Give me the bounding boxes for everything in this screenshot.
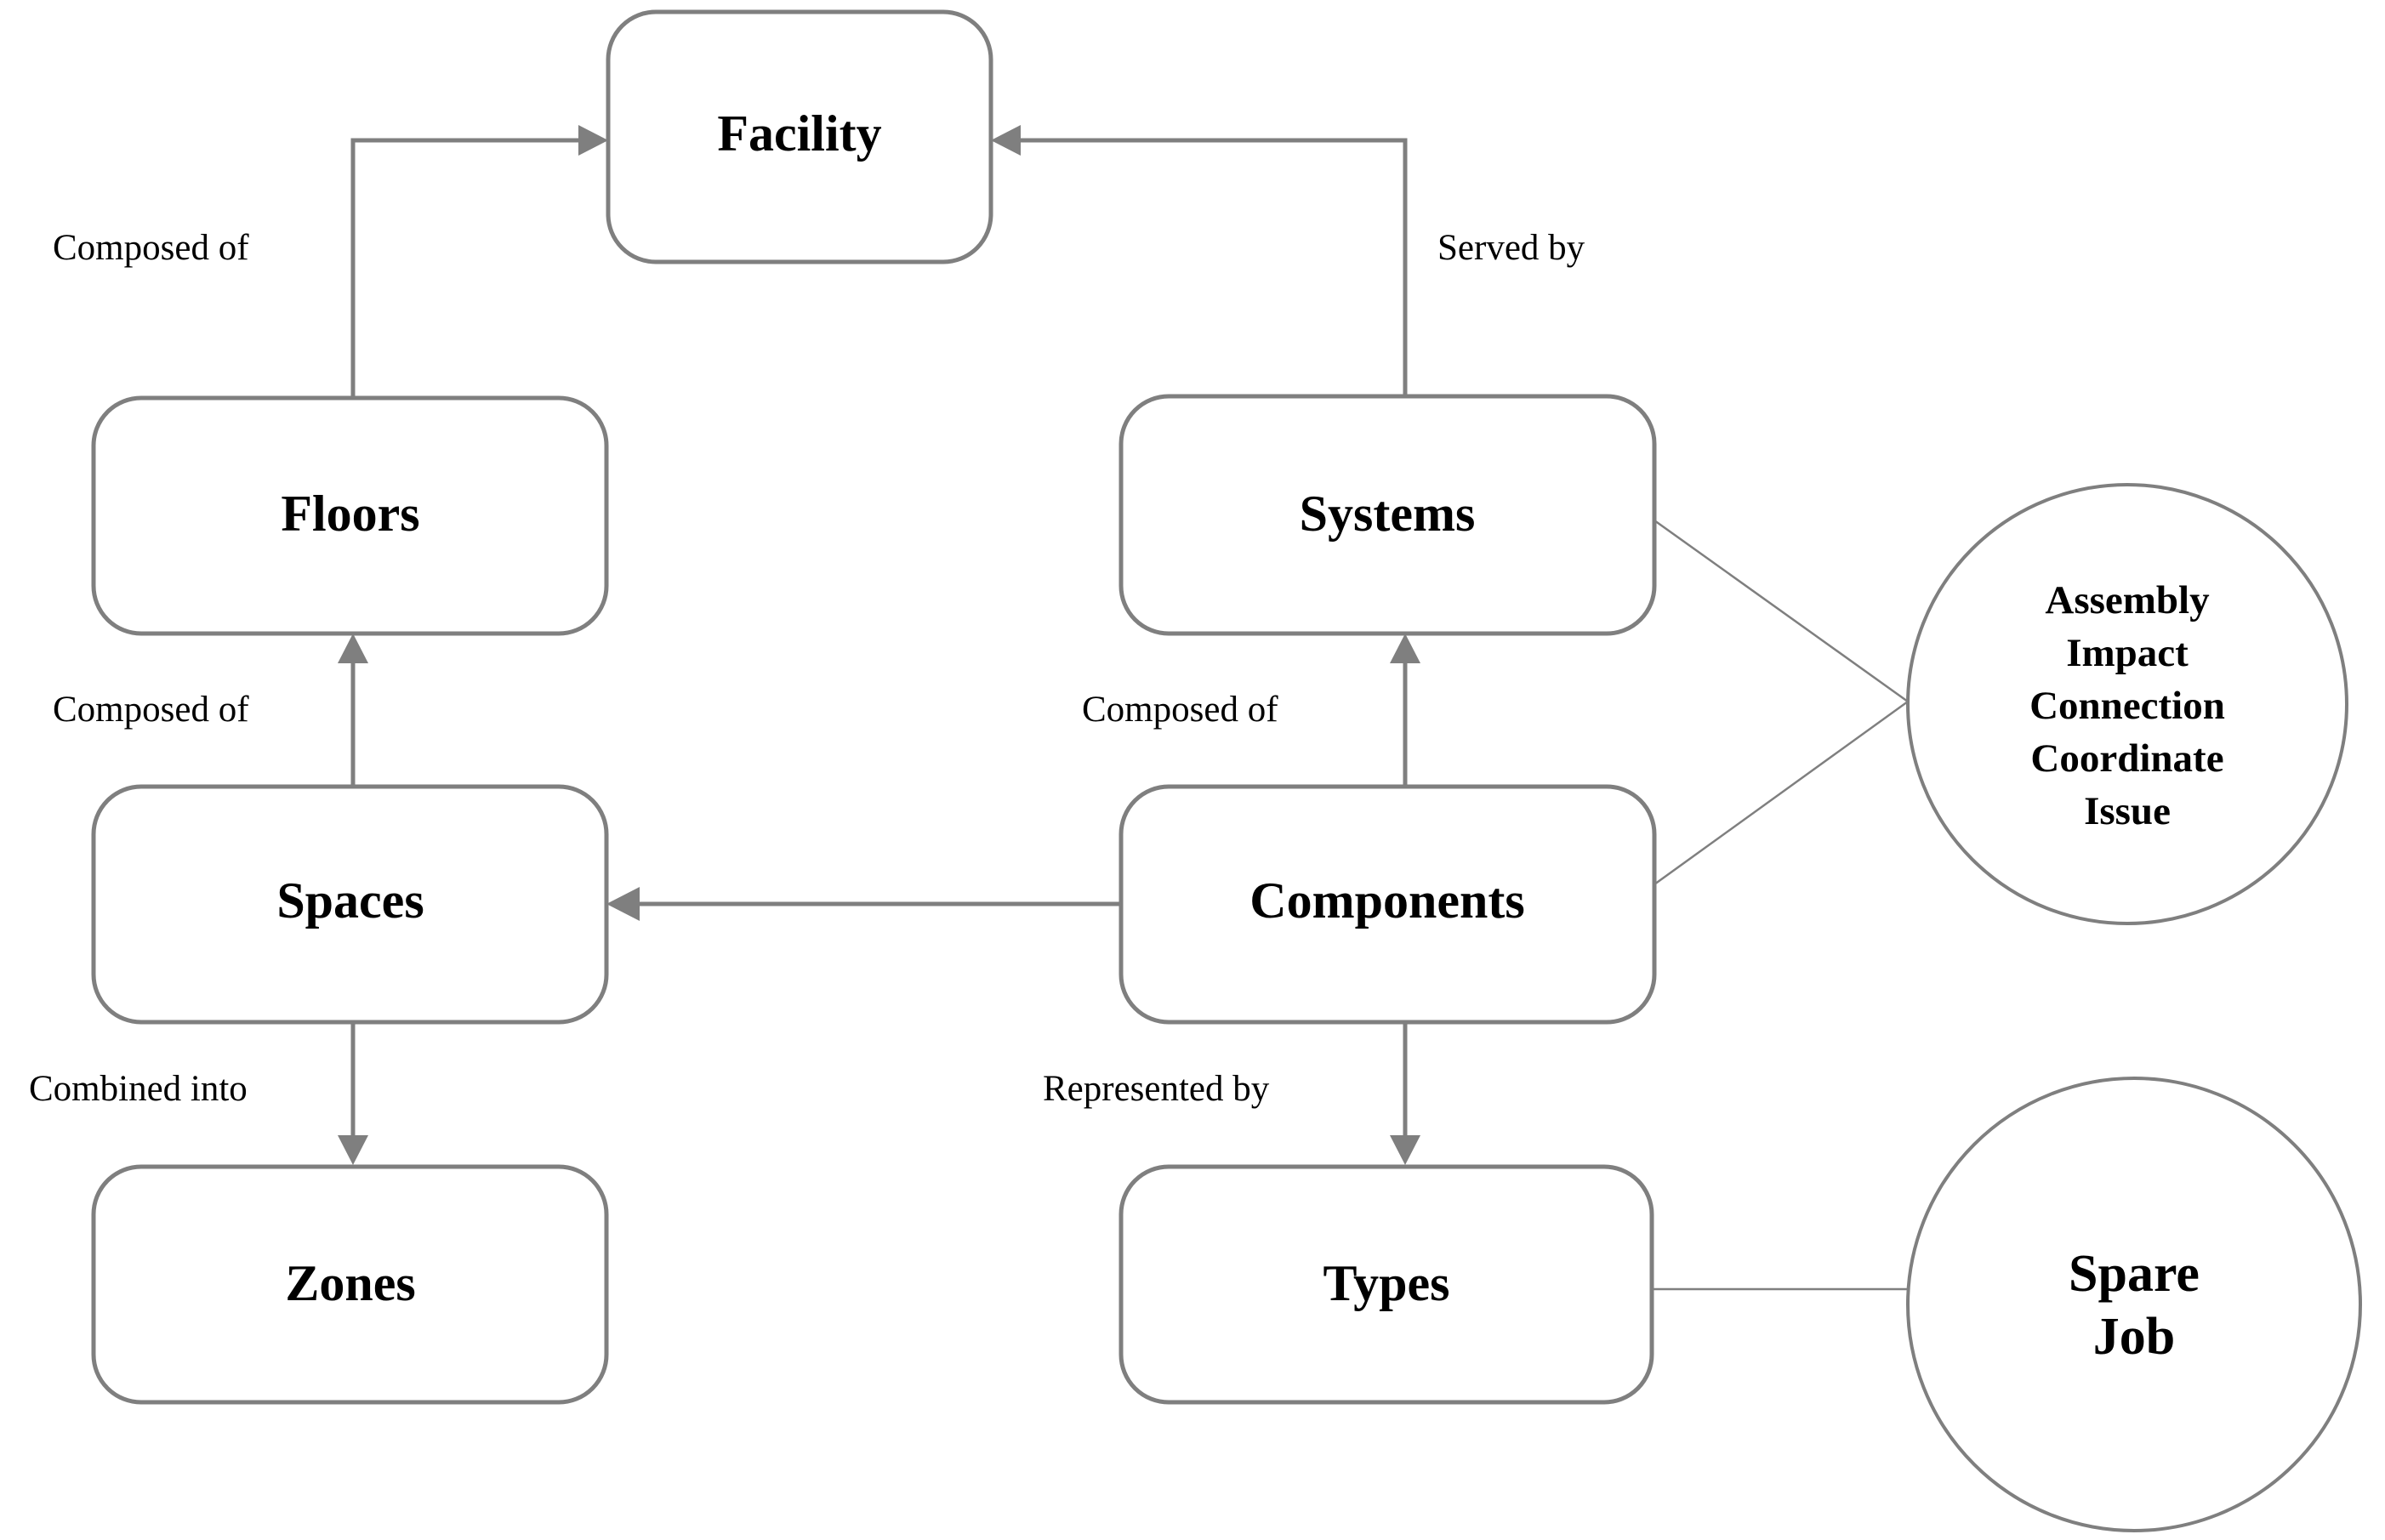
attributes-circle-line-impact: Impact <box>2066 631 2189 675</box>
edge-systems-to-facility <box>991 125 1408 396</box>
node-floors[interactable]: Floors <box>91 395 609 636</box>
node-facility-label: Facility <box>717 105 881 162</box>
node-zones-shape[interactable] <box>91 1164 609 1405</box>
node-zones-label: Zones <box>285 1255 415 1311</box>
edge-label-composed-of-floors: Composed of <box>53 228 249 268</box>
attributes-circle-line-coordinate: Coordinate <box>2030 736 2223 781</box>
attributes-circle-line-issue: Issue <box>2084 789 2171 833</box>
node-spaces-label: Spaces <box>276 872 424 929</box>
node-systems[interactable]: Systems <box>1119 394 1657 636</box>
node-facility[interactable]: Facility <box>606 9 993 264</box>
edge-systems-to-attributes-circle <box>1654 519 1909 703</box>
edge-label-combined-into: Combined into <box>29 1069 248 1109</box>
edge-floors-to-facility-line <box>350 138 595 398</box>
edge-spaces-to-zones-arrowhead <box>338 1135 368 1165</box>
edge-label-composed-of-spaces: Composed of <box>53 690 249 730</box>
edge-components-to-systems-arrowhead <box>1390 634 1420 663</box>
node-types[interactable]: Types <box>1119 1164 1654 1405</box>
node-spare-job-circle-shape[interactable] <box>1906 1077 2362 1532</box>
edge-components-to-types-arrowhead <box>1390 1135 1420 1165</box>
node-systems-shape[interactable] <box>1119 394 1657 636</box>
edge-spaces-to-floors <box>338 634 368 787</box>
node-components-shape[interactable] <box>1119 784 1657 1025</box>
edge-components-to-spaces <box>606 887 1121 921</box>
edge-spaces-to-zones <box>338 1020 368 1165</box>
edge-systems-to-facility-line <box>1004 138 1408 396</box>
edge-label-represented-by: Represented by <box>1043 1069 1270 1109</box>
edge-systems-to-facility-arrowhead <box>991 125 1021 156</box>
edge-floors-to-facility <box>350 125 608 398</box>
node-floors-label: Floors <box>281 486 419 542</box>
edge-components-to-systems <box>1390 634 1420 787</box>
node-types-shape[interactable] <box>1119 1164 1654 1405</box>
edge-floors-to-facility-arrowhead <box>578 125 608 156</box>
node-attributes-circle[interactable]: Assembly Impact Connection Coordinate Is… <box>1906 483 2348 925</box>
edge-label-composed-of-components: Composed of <box>1082 690 1278 730</box>
node-spaces-shape[interactable] <box>91 784 609 1025</box>
edge-components-to-attributes-circle <box>1654 700 1909 886</box>
spare-job-circle-line-job: Job <box>2093 1308 2175 1366</box>
edge-label-served-by: Served by <box>1437 228 1585 268</box>
attributes-circle-line-assembly: Assembly <box>2045 578 2210 622</box>
node-components-label: Components <box>1249 872 1524 929</box>
edge-spaces-to-floors-arrowhead <box>338 634 368 663</box>
node-spare-job-circle[interactable]: Spare Job <box>1906 1077 2362 1532</box>
node-components[interactable]: Components <box>1119 784 1657 1025</box>
node-zones[interactable]: Zones <box>91 1164 609 1405</box>
node-types-label: Types <box>1323 1255 1450 1311</box>
edge-components-to-types <box>1390 1020 1420 1165</box>
edge-components-to-spaces-arrowhead <box>606 887 640 921</box>
node-spaces[interactable]: Spaces <box>91 784 609 1025</box>
node-systems-label: Systems <box>1300 486 1476 542</box>
node-attributes-circle-shape[interactable] <box>1906 483 2348 925</box>
node-facility-shape[interactable] <box>606 9 993 264</box>
spare-job-circle-line-spare: Spare <box>2069 1245 2200 1303</box>
node-floors-shape[interactable] <box>91 395 609 636</box>
attributes-circle-line-connection: Connection <box>2029 684 2225 728</box>
